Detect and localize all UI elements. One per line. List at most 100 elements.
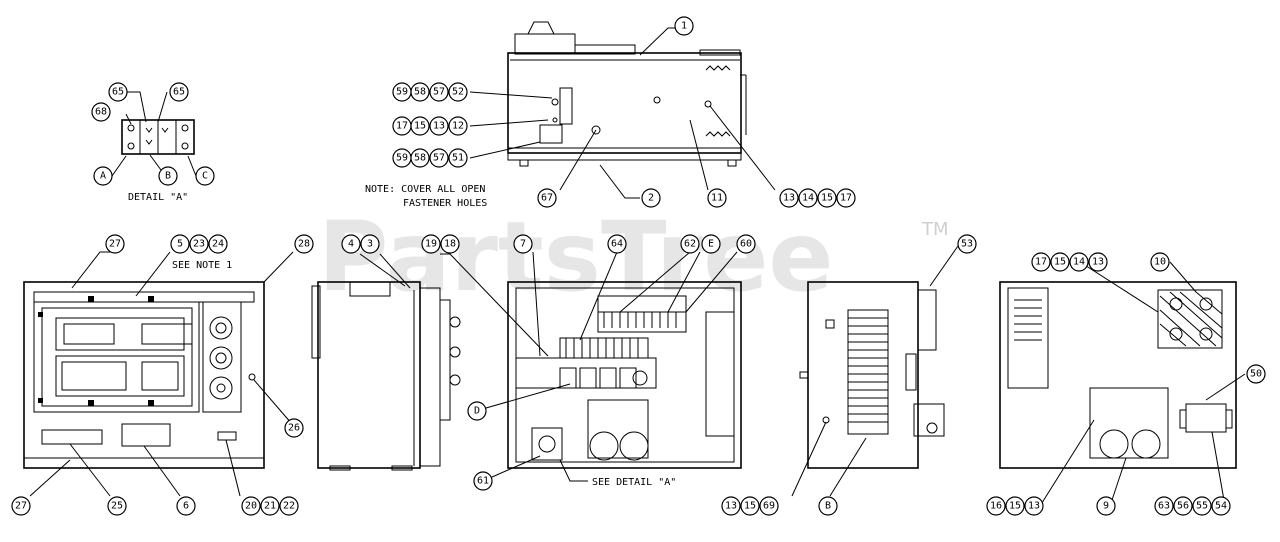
callout-53[interactable]: 53 [957, 234, 977, 254]
callout-4[interactable]: 4 [341, 234, 361, 254]
callout-14[interactable]: 14 [1069, 252, 1089, 272]
callout-57[interactable]: 57 [429, 148, 449, 168]
callout-d[interactable]: D [467, 401, 487, 421]
svg-text:23: 23 [193, 239, 205, 250]
callout-19[interactable]: 19 [421, 234, 441, 254]
callout-64[interactable]: 64 [607, 234, 627, 254]
svg-text:15: 15 [1009, 501, 1021, 512]
callout-15[interactable]: 15 [740, 496, 760, 516]
svg-text:17: 17 [396, 121, 408, 132]
interior-view [440, 251, 742, 482]
callout-1[interactable]: 1 [674, 16, 694, 36]
svg-text:13: 13 [725, 501, 737, 512]
callout-67[interactable]: 67 [537, 188, 557, 208]
callout-15[interactable]: 15 [1050, 252, 1070, 272]
svg-text:57: 57 [433, 153, 445, 164]
callout-23[interactable]: 23 [189, 234, 209, 254]
callout-b[interactable]: B [158, 166, 178, 186]
rear-view [999, 261, 1246, 507]
callout-a[interactable]: A [93, 166, 113, 186]
callout-57[interactable]: 57 [429, 82, 449, 102]
callout-17[interactable]: 17 [836, 188, 856, 208]
callout-18[interactable]: 18 [440, 234, 460, 254]
svg-text:15: 15 [414, 121, 426, 132]
callout-e[interactable]: E [701, 234, 721, 254]
callout-12[interactable]: 12 [448, 116, 468, 136]
svg-text:25: 25 [111, 501, 123, 512]
callout-62[interactable]: 62 [680, 234, 700, 254]
callout-63[interactable]: 63 [1154, 496, 1174, 516]
svg-text:17: 17 [840, 193, 852, 204]
callout-26[interactable]: 26 [284, 418, 304, 438]
callout-51[interactable]: 51 [448, 148, 468, 168]
svg-text:58: 58 [414, 153, 426, 164]
svg-text:27: 27 [15, 501, 27, 512]
callout-b[interactable]: B [818, 496, 838, 516]
callout-13[interactable]: 13 [1024, 496, 1044, 516]
callout-65[interactable]: 65 [108, 82, 128, 102]
callout-14[interactable]: 14 [798, 188, 818, 208]
callout-10[interactable]: 10 [1150, 252, 1170, 272]
right-side-view [791, 245, 959, 497]
callout-5[interactable]: 5 [170, 234, 190, 254]
callout-60[interactable]: 60 [736, 234, 756, 254]
callout-58[interactable]: 58 [410, 148, 430, 168]
callout-21[interactable]: 21 [260, 496, 280, 516]
callout-68[interactable]: 68 [91, 102, 111, 122]
callout-16[interactable]: 16 [986, 496, 1006, 516]
callout-65[interactable]: 65 [169, 82, 189, 102]
svg-text:11: 11 [711, 193, 723, 204]
callout-59[interactable]: 59 [392, 82, 412, 102]
callout-17[interactable]: 17 [392, 116, 412, 136]
svg-text:15: 15 [1054, 257, 1066, 268]
callout-15[interactable]: 15 [410, 116, 430, 136]
callout-15[interactable]: 15 [817, 188, 837, 208]
svg-text:55: 55 [1196, 501, 1208, 512]
callout-58[interactable]: 58 [410, 82, 430, 102]
callout-6[interactable]: 6 [176, 496, 196, 516]
callout-7[interactable]: 7 [513, 234, 533, 254]
svg-text:B: B [825, 501, 831, 512]
svg-text:56: 56 [1177, 501, 1189, 512]
callout-61[interactable]: 61 [473, 471, 493, 491]
callout-28[interactable]: 28 [294, 234, 314, 254]
callout-15[interactable]: 15 [1005, 496, 1025, 516]
watermark-trademark: TM [921, 219, 949, 240]
side-view [311, 253, 461, 471]
callout-50[interactable]: 50 [1246, 364, 1266, 384]
callout-22[interactable]: 22 [279, 496, 299, 516]
callout-25[interactable]: 25 [107, 496, 127, 516]
svg-text:1: 1 [681, 21, 687, 32]
svg-text:51: 51 [452, 153, 464, 164]
callout-3[interactable]: 3 [360, 234, 380, 254]
callout-27[interactable]: 27 [11, 496, 31, 516]
svg-text:18: 18 [444, 239, 456, 250]
detail-a [111, 91, 197, 177]
callout-56[interactable]: 56 [1173, 496, 1193, 516]
callout-11[interactable]: 11 [707, 188, 727, 208]
callout-13[interactable]: 13 [1088, 252, 1108, 272]
callout-55[interactable]: 55 [1192, 496, 1212, 516]
callout-9[interactable]: 9 [1096, 496, 1116, 516]
svg-text:65: 65 [173, 87, 185, 98]
svg-text:68: 68 [95, 107, 107, 118]
callout-2[interactable]: 2 [641, 188, 661, 208]
callout-13[interactable]: 13 [429, 116, 449, 136]
svg-text:13: 13 [1028, 501, 1040, 512]
callout-52[interactable]: 52 [448, 82, 468, 102]
svg-text:59: 59 [396, 153, 408, 164]
callout-13[interactable]: 13 [721, 496, 741, 516]
svg-text:27: 27 [109, 239, 121, 250]
callout-20[interactable]: 20 [241, 496, 261, 516]
callout-24[interactable]: 24 [208, 234, 228, 254]
callout-69[interactable]: 69 [759, 496, 779, 516]
callout-c[interactable]: C [195, 166, 215, 186]
svg-text:59: 59 [396, 87, 408, 98]
callout-27[interactable]: 27 [105, 234, 125, 254]
callout-54[interactable]: 54 [1211, 496, 1231, 516]
callout-17[interactable]: 17 [1031, 252, 1051, 272]
callout-13[interactable]: 13 [779, 188, 799, 208]
callout-59[interactable]: 59 [392, 148, 412, 168]
svg-text:7: 7 [520, 239, 526, 250]
